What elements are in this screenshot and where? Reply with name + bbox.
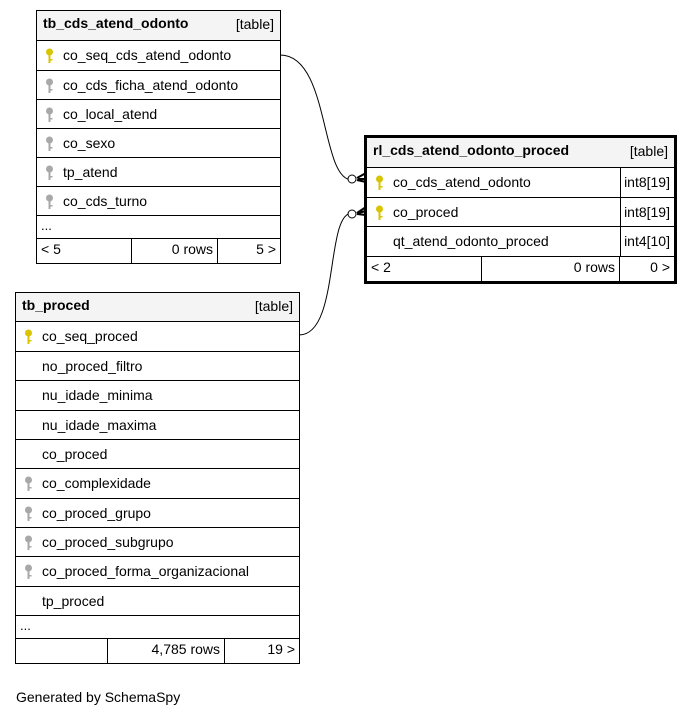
table-name: rl_cds_atend_odonto_proced <box>373 142 570 158</box>
index-key-icon <box>25 506 32 521</box>
more-columns: ... <box>16 616 299 639</box>
index-key-icon <box>46 194 53 209</box>
primary-key-icon <box>376 205 383 220</box>
column-row[interactable]: co_sexo <box>37 129 280 158</box>
type-divider <box>620 168 621 197</box>
table-name: tb_cds_atend_odonto <box>43 15 189 31</box>
table-tb-proced[interactable]: tb_proced [table] co_seq_proced no_proce… <box>15 292 300 664</box>
row-count: 0 rows <box>131 239 218 263</box>
row-count: 0 rows <box>481 257 620 281</box>
column-name: nu_idade_minima <box>42 387 153 403</box>
index-key-icon <box>46 165 53 180</box>
column-type: int4[10] <box>624 233 670 249</box>
column-name: no_proced_filtro <box>42 358 143 374</box>
index-key-icon <box>46 136 53 151</box>
column-name: co_sexo <box>63 135 116 151</box>
children-link[interactable]: 0 > <box>650 259 670 275</box>
parents-link[interactable]: < 5 <box>41 241 61 257</box>
table-type: [table] <box>629 143 668 159</box>
column-name: co_cds_ficha_atend_odonto <box>63 77 239 93</box>
column-name: co_proced_forma_organizacional <box>42 563 250 579</box>
type-divider <box>620 198 621 226</box>
table-header[interactable]: tb_proced [table] <box>16 293 299 322</box>
column-name: co_local_atend <box>63 106 158 122</box>
column-row[interactable]: nu_idade_minima <box>16 381 299 411</box>
column-row[interactable]: co_proced_subgrupo <box>16 528 299 557</box>
table-type: [table] <box>235 16 274 32</box>
table-rl-cds-atend-odonto-proced[interactable]: rl_cds_atend_odonto_proced [table] co_cd… <box>364 135 677 284</box>
column-name: co_proced <box>42 446 108 462</box>
column-name: co_seq_cds_atend_odonto <box>63 47 232 63</box>
fk-line-atend-odonto <box>279 54 353 181</box>
index-key-icon <box>46 78 53 93</box>
fk-line-atend-odonto-end-circle <box>347 174 357 184</box>
parents-link[interactable] <box>16 639 107 663</box>
index-key-icon <box>25 564 32 579</box>
column-row[interactable]: co_proced_grupo <box>16 499 299 528</box>
fk-line-proced <box>298 212 353 336</box>
index-key-icon <box>46 107 53 122</box>
generated-by-label: Generated by SchemaSpy <box>16 689 181 705</box>
column-name: co_complexidade <box>42 475 151 491</box>
children-link[interactable]: 19 > <box>267 641 295 657</box>
table-footer: 4,785 rows 19 > <box>16 639 299 663</box>
column-row[interactable]: co_seq_proced <box>16 322 299 352</box>
column-name: co_cds_turno <box>63 193 148 209</box>
more-columns: ... <box>37 216 280 239</box>
column-row[interactable]: no_proced_filtro <box>16 352 299 381</box>
column-row[interactable]: co_cds_ficha_atend_odonto <box>37 71 280 100</box>
column-type: int8[19] <box>624 204 670 220</box>
column-row[interactable]: co_local_atend <box>37 100 280 129</box>
column-row[interactable]: tp_atend <box>37 158 280 187</box>
table-footer: < 5 0 rows 5 > <box>37 239 280 263</box>
table-type: [table] <box>254 298 293 314</box>
column-name: co_proced_subgrupo <box>42 534 174 550</box>
index-key-icon <box>25 535 32 550</box>
type-divider <box>620 227 621 256</box>
more-columns-ellipsis: ... <box>20 618 31 633</box>
table-footer: < 2 0 rows 0 > <box>367 257 674 281</box>
column-row[interactable]: qt_atend_odonto_proced int4[10] <box>367 227 674 257</box>
index-key-icon <box>25 476 32 491</box>
column-row[interactable]: tp_proced <box>16 587 299 616</box>
column-type: int8[19] <box>624 174 670 190</box>
parents-link[interactable]: < 2 <box>371 259 391 275</box>
column-row[interactable]: co_cds_turno <box>37 187 280 216</box>
column-row[interactable]: co_proced int8[19] <box>367 198 674 227</box>
column-row[interactable]: co_seq_cds_atend_odonto <box>37 41 280 71</box>
column-name: tp_atend <box>63 164 118 180</box>
column-name: tp_proced <box>42 593 105 609</box>
column-name: qt_atend_odonto_proced <box>393 233 549 249</box>
column-row[interactable]: nu_idade_maxima <box>16 411 299 440</box>
column-name: co_seq_proced <box>42 328 138 344</box>
table-name: tb_proced <box>22 297 90 313</box>
column-name: co_cds_atend_odonto <box>393 174 531 190</box>
column-name: co_proced <box>393 204 459 220</box>
column-row[interactable]: co_proced_forma_organizacional <box>16 557 299 587</box>
children-link[interactable]: 5 > <box>256 241 276 257</box>
table-tb-cds-atend-odonto[interactable]: tb_cds_atend_odonto [table] co_seq_cds_a… <box>36 10 281 264</box>
column-name: co_proced_grupo <box>42 505 151 521</box>
fk-line-proced-end-circle <box>347 209 357 219</box>
column-row[interactable]: co_proced <box>16 440 299 469</box>
table-header[interactable]: tb_cds_atend_odonto [table] <box>37 11 280 41</box>
column-row[interactable]: co_complexidade <box>16 469 299 499</box>
column-name: nu_idade_maxima <box>42 417 157 433</box>
row-count: 4,785 rows <box>107 639 225 663</box>
primary-key-icon <box>376 175 383 190</box>
table-header[interactable]: rl_cds_atend_odonto_proced [table] <box>367 138 674 168</box>
primary-key-icon <box>25 329 32 344</box>
column-row[interactable]: co_cds_atend_odonto int8[19] <box>367 168 674 198</box>
more-columns-ellipsis: ... <box>41 218 52 233</box>
primary-key-icon <box>46 48 53 63</box>
